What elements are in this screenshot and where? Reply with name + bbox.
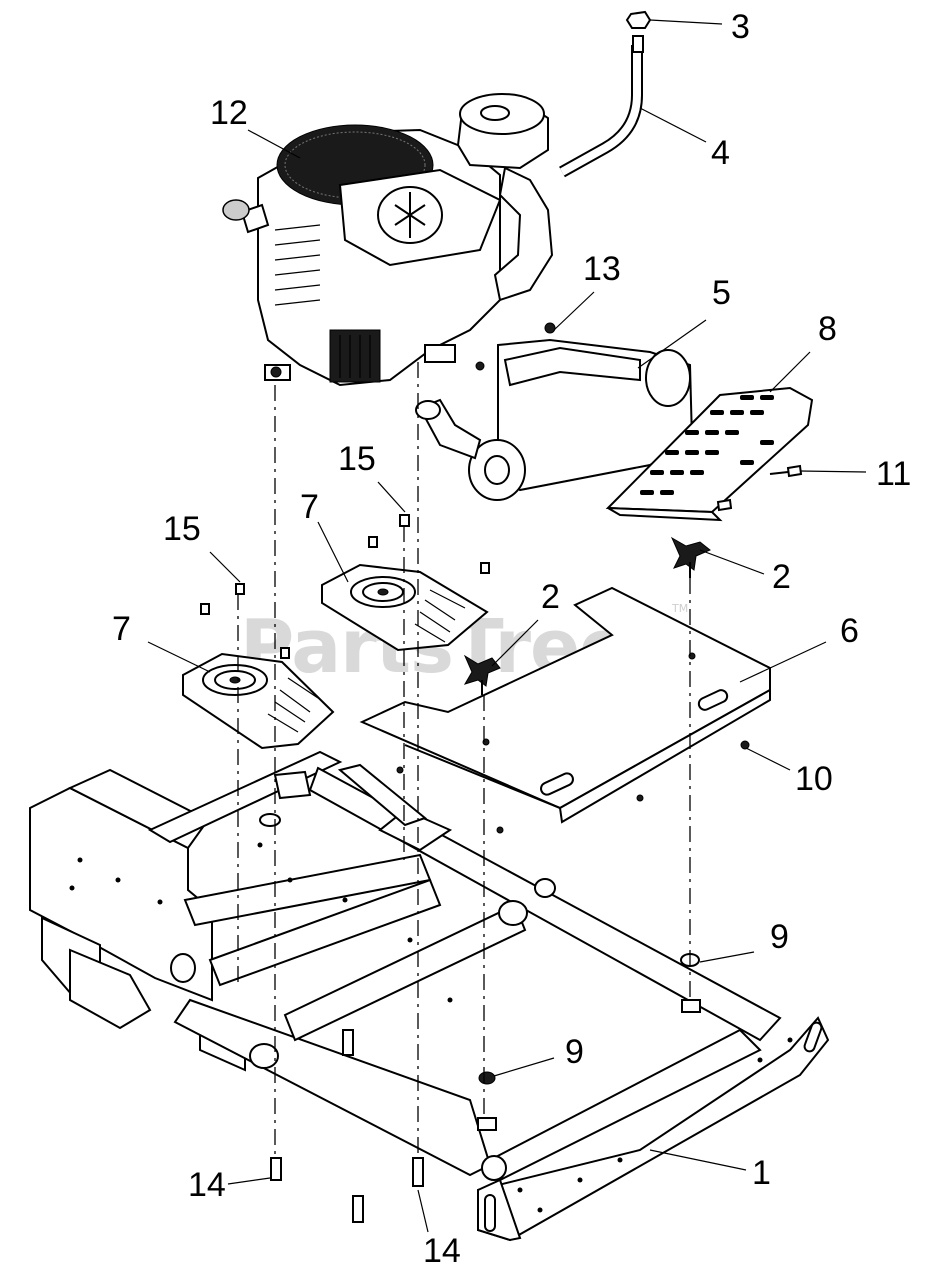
callout-9-lower: 9 — [565, 1033, 584, 1071]
callout-5: 5 — [712, 274, 731, 312]
callout-11: 11 — [876, 455, 911, 493]
engine-part-12[interactable] — [222, 93, 554, 387]
fuel-line-part-4[interactable] — [559, 35, 644, 178]
bolt-part-14-right[interactable] — [412, 1157, 424, 1187]
callout-8: 8 — [818, 310, 837, 348]
callout-15-top: 15 — [338, 440, 376, 478]
screw-part-11[interactable] — [769, 464, 803, 478]
bolt-part-14-left[interactable] — [270, 1157, 282, 1181]
callout-15-left: 15 — [163, 510, 201, 548]
screw-part-15-a[interactable] — [399, 514, 410, 527]
engine-plate-part-6[interactable] — [359, 586, 771, 824]
assembly-center-lines — [237, 362, 691, 1158]
small-hardware — [200, 361, 490, 659]
knob-part-2-lower[interactable] — [463, 654, 501, 695]
callout-4: 4 — [711, 134, 730, 172]
callout-9-upper: 9 — [770, 918, 789, 956]
callout-7-left: 7 — [112, 610, 131, 648]
callout-labels: 3 4 12 13 5 8 11 15 15 7 7 2 2 6 10 9 9 … — [112, 8, 911, 1270]
callout-2-mid: 2 — [541, 578, 560, 616]
isolator-plate-part-7-upper[interactable] — [321, 563, 489, 652]
callout-12: 12 — [210, 94, 248, 132]
washer-part-9-lower[interactable] — [477, 1071, 497, 1131]
screw-heat-shield-lower[interactable] — [716, 498, 733, 512]
loose-bolts — [342, 1029, 364, 1223]
callout-14-left: 14 — [188, 1166, 226, 1204]
callout-6: 6 — [840, 612, 859, 650]
knob-part-2-upper[interactable] — [670, 536, 711, 578]
isolator-plate-part-7-lower[interactable] — [182, 652, 335, 750]
callout-3: 3 — [731, 8, 750, 46]
callout-2-right: 2 — [772, 558, 791, 596]
callout-7-top: 7 — [300, 488, 319, 526]
fitting-part-3[interactable] — [625, 10, 652, 29]
frame-part-1[interactable] — [29, 750, 830, 1242]
muffler-part-5[interactable] — [415, 338, 694, 501]
callout-10: 10 — [795, 760, 833, 798]
callout-1: 1 — [752, 1154, 771, 1192]
screw-part-15-b[interactable] — [235, 583, 245, 595]
callout-14-bottom: 14 — [423, 1232, 461, 1270]
nut-part-13[interactable] — [544, 322, 556, 334]
leader-lines — [147, 19, 867, 1233]
bolt-part-10[interactable] — [396, 740, 750, 834]
watermark-trademark: TM — [671, 602, 688, 615]
heat-shield-part-8[interactable] — [605, 386, 814, 522]
callout-13: 13 — [583, 250, 621, 288]
